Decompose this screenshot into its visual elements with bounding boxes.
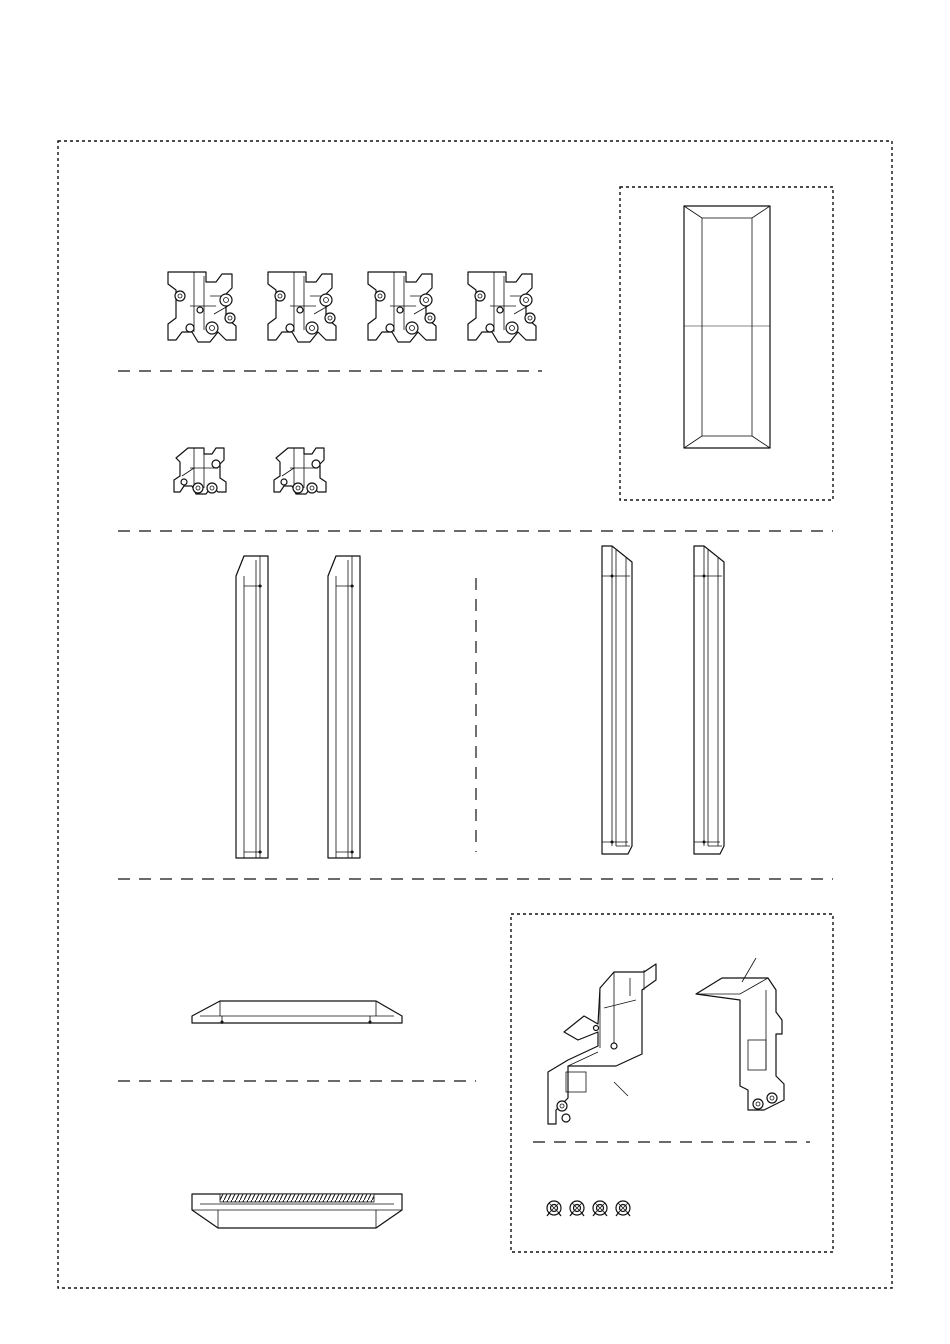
mounting-plate-icon (548, 958, 784, 1124)
side-rail-icon (236, 556, 360, 858)
corner-bracket-icon (168, 272, 536, 342)
bottom-rail-grille-icon (192, 1194, 402, 1228)
side-rail-icon (602, 546, 724, 854)
small-bracket-icon (174, 448, 326, 494)
rectangular-frame-icon (684, 206, 770, 448)
screw-icon (547, 1201, 630, 1216)
top-rail-icon (192, 1001, 402, 1024)
